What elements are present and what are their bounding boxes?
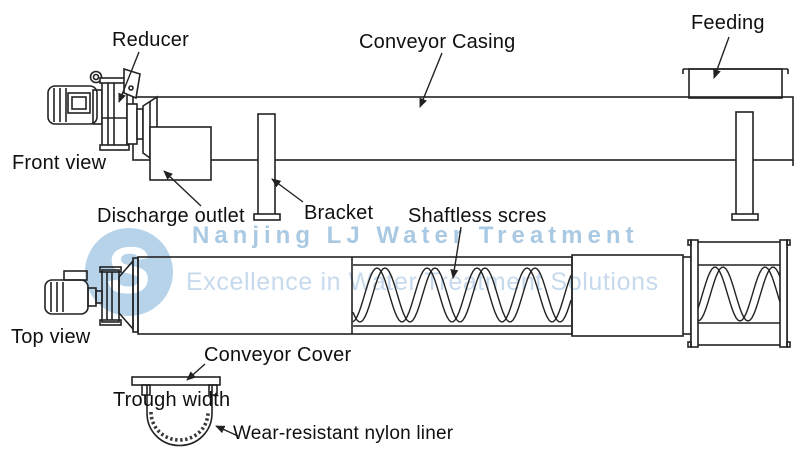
outlet-leader: [163, 170, 202, 207]
bracket-left-shape: [253, 113, 281, 221]
label-discharge-outlet: Discharge outlet: [97, 205, 245, 227]
label-wear-liner: Wear-resistant nylon liner: [233, 423, 454, 444]
label-bracket: Bracket: [304, 202, 374, 224]
label-reducer: Reducer: [112, 29, 189, 51]
trough-shape: [146, 385, 213, 447]
screw-leader: [450, 226, 462, 279]
label-conveyor-cover: Conveyor Cover: [204, 344, 352, 366]
label-top-view: Top view: [11, 326, 91, 348]
label-shaftless-screw: Shaftless scres: [408, 205, 547, 227]
shaftless-screw-spiral: [352, 266, 781, 323]
leader-lines: [118, 36, 730, 437]
bracket-right-shape: [731, 111, 759, 221]
top-middle-section: [571, 254, 684, 337]
discharge-outlet-shape: [149, 126, 212, 181]
label-feeding: Feeding: [691, 12, 765, 34]
cover-leader: [186, 363, 206, 381]
feeding-leader: [713, 36, 730, 79]
nylon-liner-shape: [149, 411, 210, 442]
front-drive-assembly: [47, 67, 158, 165]
cross-section-drawing: [131, 376, 221, 447]
top-view-drawing: [44, 239, 791, 348]
casing-leader: [419, 52, 443, 108]
watermark-brand-text: Nanjing LJ Water Treatment: [192, 222, 639, 249]
front-view-drawing: [47, 67, 794, 221]
top-end-box: [687, 239, 791, 348]
top-drive-assembly: [44, 257, 139, 333]
feeding-hopper-shape: [682, 68, 789, 99]
label-trough-width: Trough width: [113, 389, 231, 411]
label-conveyor-casing: Conveyor Casing: [359, 31, 516, 53]
conveyor-cover-shape: [131, 376, 221, 386]
label-front-view: Front view: [12, 152, 107, 174]
bracket-leader: [271, 178, 304, 203]
conveyor-casing-shape: [132, 96, 794, 166]
liner-leader: [215, 425, 239, 437]
reducer-leader: [118, 51, 140, 103]
